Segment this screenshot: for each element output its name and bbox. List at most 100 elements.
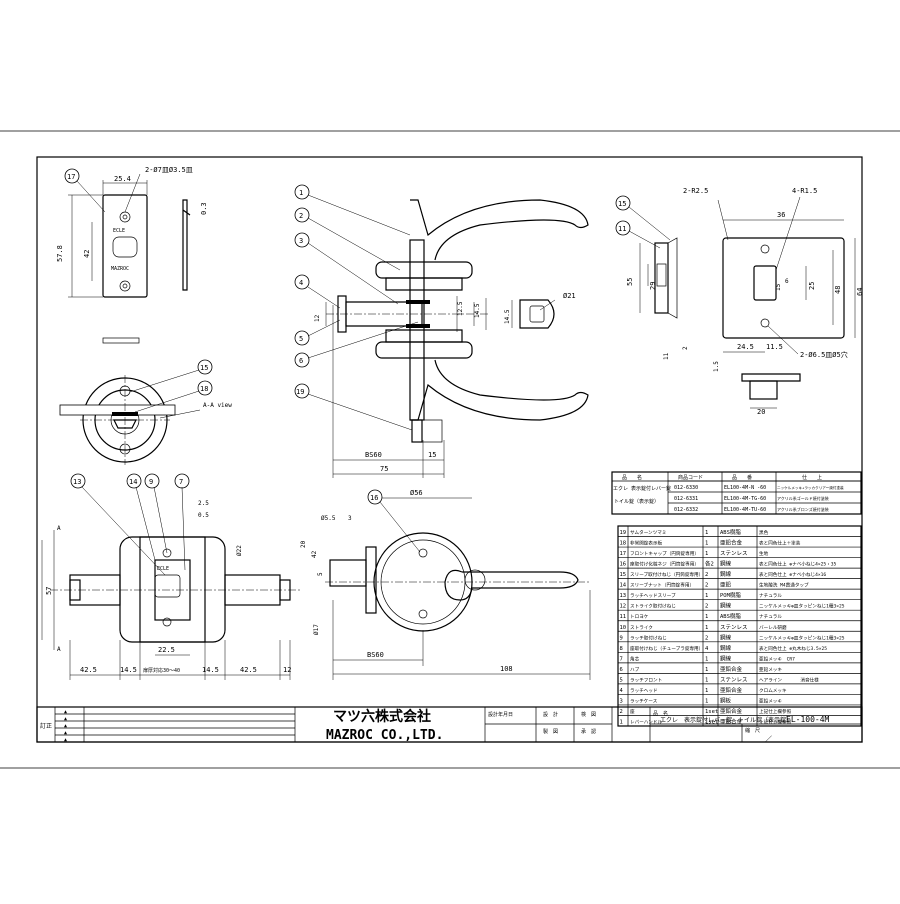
parts-row-17-material: ステンレス xyxy=(720,550,748,557)
parts-row-5-no: 5 xyxy=(620,677,623,683)
parts-row-12-name: ストライク取付けねじ xyxy=(630,603,676,610)
balloon-9: 9 xyxy=(149,478,153,486)
parts-row-14-name: スリーブナット（円筒錠専用） xyxy=(630,582,694,589)
code-r1c2: EL100-4M-N -60 xyxy=(724,485,766,491)
balloon-6: 6 xyxy=(299,357,303,365)
field-draft: 製 図 xyxy=(543,728,558,735)
parts-row-15-name: スリーブ取付けねじ（円筒錠専用） xyxy=(630,571,703,578)
parts-row-16-no: 16 xyxy=(620,562,627,568)
lever-side-view: 12.5 14.5 12 14.5 Ø21 BS60 15 75 1 2 3 4… xyxy=(294,184,589,478)
drawing-number: EL-100-4M xyxy=(786,715,830,724)
parts-row-14-finish: 生地酸洗 M4貫通タップ xyxy=(759,582,809,589)
plate-small: 15 xyxy=(775,283,782,291)
mark-1: ▲ xyxy=(64,709,67,715)
parts-row-17-finish: 生地 xyxy=(759,550,769,557)
lever-d4: 14.5 xyxy=(504,309,511,324)
parts-row-18-material: 亜鉛合金 xyxy=(720,539,743,547)
parts-row-9-name: ラッチ取付けねじ xyxy=(630,634,667,641)
parts-row-11-finish: ナチュラル xyxy=(759,614,782,620)
rose-d3: 3 xyxy=(348,515,352,522)
code-r3c2: EL100-4M-TU-60 xyxy=(724,507,766,513)
plate-h1: 55 xyxy=(626,278,634,286)
parts-row-19-finish: 黒色 xyxy=(759,529,769,536)
parts-row-4-finish: クロムメッキ xyxy=(759,688,787,694)
plate-w: 36 xyxy=(777,211,785,219)
parts-row-10-name: ストライク xyxy=(630,625,653,631)
parts-row-13-qty: 1 xyxy=(705,593,708,599)
mark-5: ▲ xyxy=(64,737,67,743)
code-name1: エクレ 表示錠付レバー錠 xyxy=(613,485,671,492)
parts-row-2-finish: 上記仕上欄参照 xyxy=(759,708,792,715)
parts-row-3-qty: 1 xyxy=(705,698,708,704)
parts-row-13-finish: ナチュラル xyxy=(759,593,782,599)
parts-row-7-name: 角芯 xyxy=(630,655,640,662)
parts-row-2-qty: 1set xyxy=(705,709,718,715)
balloon-19: 19 xyxy=(296,388,304,396)
parts-row-16-qty: 各2 xyxy=(705,560,714,568)
rose-d56: Ø56 xyxy=(410,489,423,497)
code-r1c1: 012-6330 xyxy=(674,485,698,491)
parts-row-14-material: 亜鉛 xyxy=(720,581,732,589)
lever-d2: 12.5 xyxy=(457,301,464,316)
parts-row-5-name: ラッチフロント xyxy=(630,677,662,683)
parts-row-3-material: 鋼板 xyxy=(720,696,732,704)
parts-row-1-finish: 上記仕上欄参照 xyxy=(759,719,792,726)
plate-view: 36 2-R2.5 4-R1.5 64 48 25 15 6 55 29 24.… xyxy=(615,187,864,416)
plate-r2: 4-R1.5 xyxy=(792,187,817,195)
parts-row-10-material: ステンレス xyxy=(720,624,748,631)
parts-row-8-material: 鋼線 xyxy=(720,644,732,652)
balloon-15-plate: 15 xyxy=(618,200,626,208)
plate-t: 1.5 xyxy=(713,361,720,372)
front-w225: 22.5 xyxy=(158,646,175,654)
parts-row-11-name: トロヨケ xyxy=(630,613,649,620)
balloon-7: 7 xyxy=(179,478,183,486)
parts-row-13-no: 13 xyxy=(620,593,627,599)
parts-row-6-no: 6 xyxy=(620,667,623,673)
parts-row-13-material: POM樹脂 xyxy=(720,591,741,599)
parts-row-5-qty: 1 xyxy=(705,677,708,683)
parts-row-7-finish: 亜鉛メッキ CR7 xyxy=(759,655,795,662)
front-d25: 2.5 xyxy=(198,500,209,507)
front-d22: Ø22 xyxy=(236,545,243,556)
company-jp: マツ六株式会社 xyxy=(333,708,431,725)
code-r3c1: 012-6332 xyxy=(674,507,698,513)
parts-row-3-name: ラッチケース xyxy=(630,697,658,704)
parts-row-18-no: 18 xyxy=(620,541,627,547)
code-r2c1: 012-6331 xyxy=(674,496,698,502)
parts-row-6-name: ハブ xyxy=(630,666,640,673)
lever-bs-right: 15 xyxy=(428,451,436,459)
plate-w2: 24.5 xyxy=(737,343,754,351)
strike-width: 25.4 xyxy=(114,175,131,183)
parts-row-11-qty: 1 xyxy=(705,614,708,620)
strike-height: 57.8 xyxy=(56,245,64,262)
code-r1c3: ニッケルメッキ+ラッカクリアー焼付塗装 xyxy=(777,485,844,490)
parts-row-16-name: 座取付け化粧ネジ（円筒錠専用） xyxy=(630,561,699,568)
field-approve: 承 認 xyxy=(581,728,596,735)
parts-row-11-material: ABS樹脂 xyxy=(720,612,741,620)
parts-row-5-finish: ヘアライン 消音仕様 xyxy=(759,676,819,683)
balloon-2: 2 xyxy=(299,212,303,220)
plate-holes: 2-Ø6.5皿Ø5穴 xyxy=(800,350,848,359)
parts-row-18-qty: 1 xyxy=(705,541,708,547)
parts-row-10-no: 10 xyxy=(620,625,627,631)
balloon-5: 5 xyxy=(299,335,303,343)
rose-bs: BS60 xyxy=(367,651,384,659)
lever-bs: BS60 xyxy=(365,451,382,459)
balloon-3: 3 xyxy=(299,237,303,245)
a-bottom: A xyxy=(57,646,61,653)
parts-row-17-name: フロントキャップ（円筒錠専用） xyxy=(630,550,699,557)
parts-row-12-no: 12 xyxy=(620,604,627,610)
parts-row-8-qty: 4 xyxy=(705,646,709,652)
section-label: A-A view xyxy=(203,402,232,409)
title-block: 訂正 ▲ ▲ ▲ ▲ ▲ マツ六株式会社 MAZROC CO.,LTD. 設計年… xyxy=(36,706,863,743)
parts-row-8-no: 8 xyxy=(620,646,623,652)
balloon-14: 14 xyxy=(129,478,137,486)
parts-row-1-qty: 1set xyxy=(705,720,718,726)
plate-r1: 2-R2.5 xyxy=(683,187,708,195)
plate-w5: 20 xyxy=(757,408,765,416)
plate-d6: 6 xyxy=(785,278,789,285)
code-name2: トイル錠（表示錠） xyxy=(614,498,659,505)
